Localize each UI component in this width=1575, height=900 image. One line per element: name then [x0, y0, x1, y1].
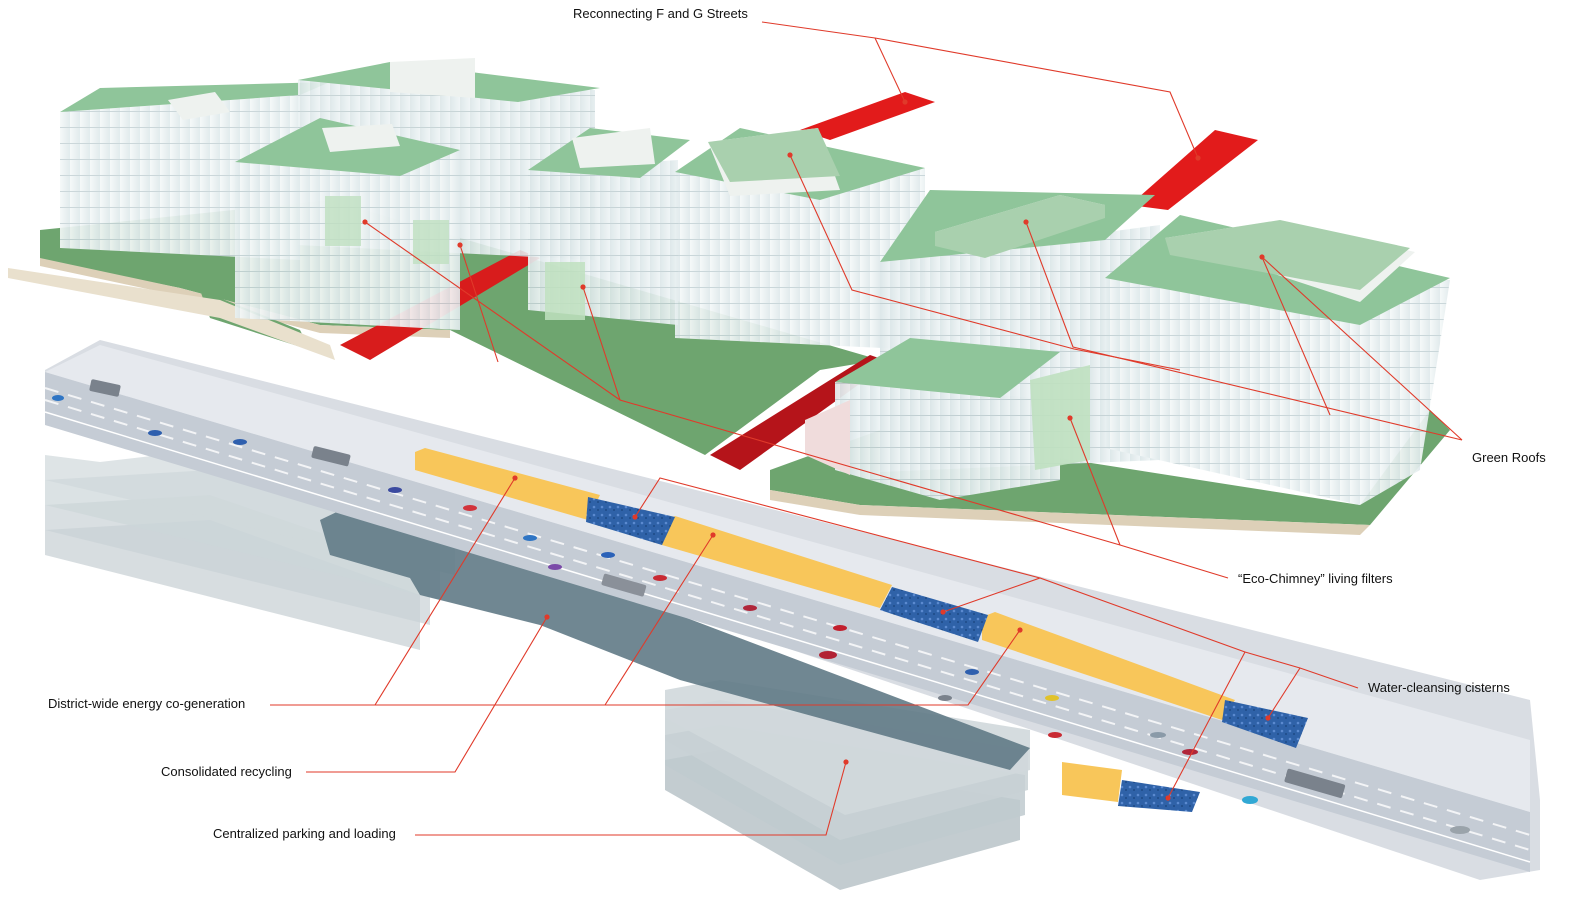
- leader-dot-green-roofs-0: [1259, 254, 1265, 260]
- leader-dot-eco-chimney-0: [580, 284, 586, 290]
- leader-dot-water-cisterns-1: [1165, 795, 1171, 801]
- leader-eco-chimney-0: [582, 286, 1229, 579]
- leader-dot-eco-chimney-2: [362, 219, 368, 225]
- leader-dot-eco-chimney-1: [1067, 415, 1073, 421]
- leader-parking-0: [415, 761, 847, 836]
- label-parking-loading: Centralized parking and loading: [213, 826, 396, 841]
- leader-eco-chimney-3: [459, 244, 499, 363]
- leader-lines: [270, 21, 1463, 836]
- leader-dot-energy-1: [710, 532, 716, 538]
- leader-dot-recycling-0: [544, 614, 550, 620]
- leader-energy-2: [605, 629, 1021, 706]
- leader-dot-parking-0: [843, 759, 849, 765]
- leader-reconnecting-0: [761, 21, 1199, 159]
- label-energy-cogeneration: District-wide energy co-generation: [48, 696, 246, 711]
- leader-dot-green-roofs-1: [1023, 219, 1029, 225]
- buildings: [60, 58, 1450, 505]
- label-consolidated-recycling: Consolidated recycling: [161, 764, 292, 779]
- cars: [52, 379, 1470, 834]
- leader-dot-water-cisterns-2: [940, 609, 946, 615]
- cistern-blocks: [586, 497, 1308, 812]
- label-water-cisterns: Water-cleansing cisterns: [1368, 680, 1510, 695]
- leader-eco-chimney-1: [1069, 417, 1121, 546]
- leader-dot-energy-2: [1017, 627, 1023, 633]
- leader-green-roofs-3: [1261, 256, 1331, 416]
- leader-green-roofs-1: [1025, 221, 1463, 441]
- label-reconnecting-streets: Reconnecting F and G Streets: [573, 6, 748, 21]
- leader-dot-water-cisterns-0: [1265, 715, 1271, 721]
- leader-dot-eco-chimney-3: [457, 242, 463, 248]
- label-eco-chimney: “Eco-Chimney” living filters: [1238, 571, 1393, 586]
- leader-water-cisterns-3: [634, 477, 1041, 579]
- leader-green-roofs-0: [1261, 256, 1463, 441]
- label-green-roofs: Green Roofs: [1472, 450, 1546, 465]
- energy-blocks: [415, 448, 1235, 802]
- parking-decks-east: [665, 680, 1030, 890]
- leader-dot-water-cisterns-3: [632, 514, 638, 520]
- leader-eco-chimney-2: [364, 221, 621, 401]
- leader-dot-reconnecting-0: [1195, 155, 1201, 161]
- leader-recycling-0: [306, 616, 548, 773]
- leader-reconnecting-1: [874, 37, 906, 103]
- leader-dot-energy-0: [512, 475, 518, 481]
- leader-dot-reconnecting-1: [902, 99, 908, 105]
- leader-dot-green-roofs-2: [787, 152, 793, 158]
- leader-green-roofs-2: [789, 154, 1181, 371]
